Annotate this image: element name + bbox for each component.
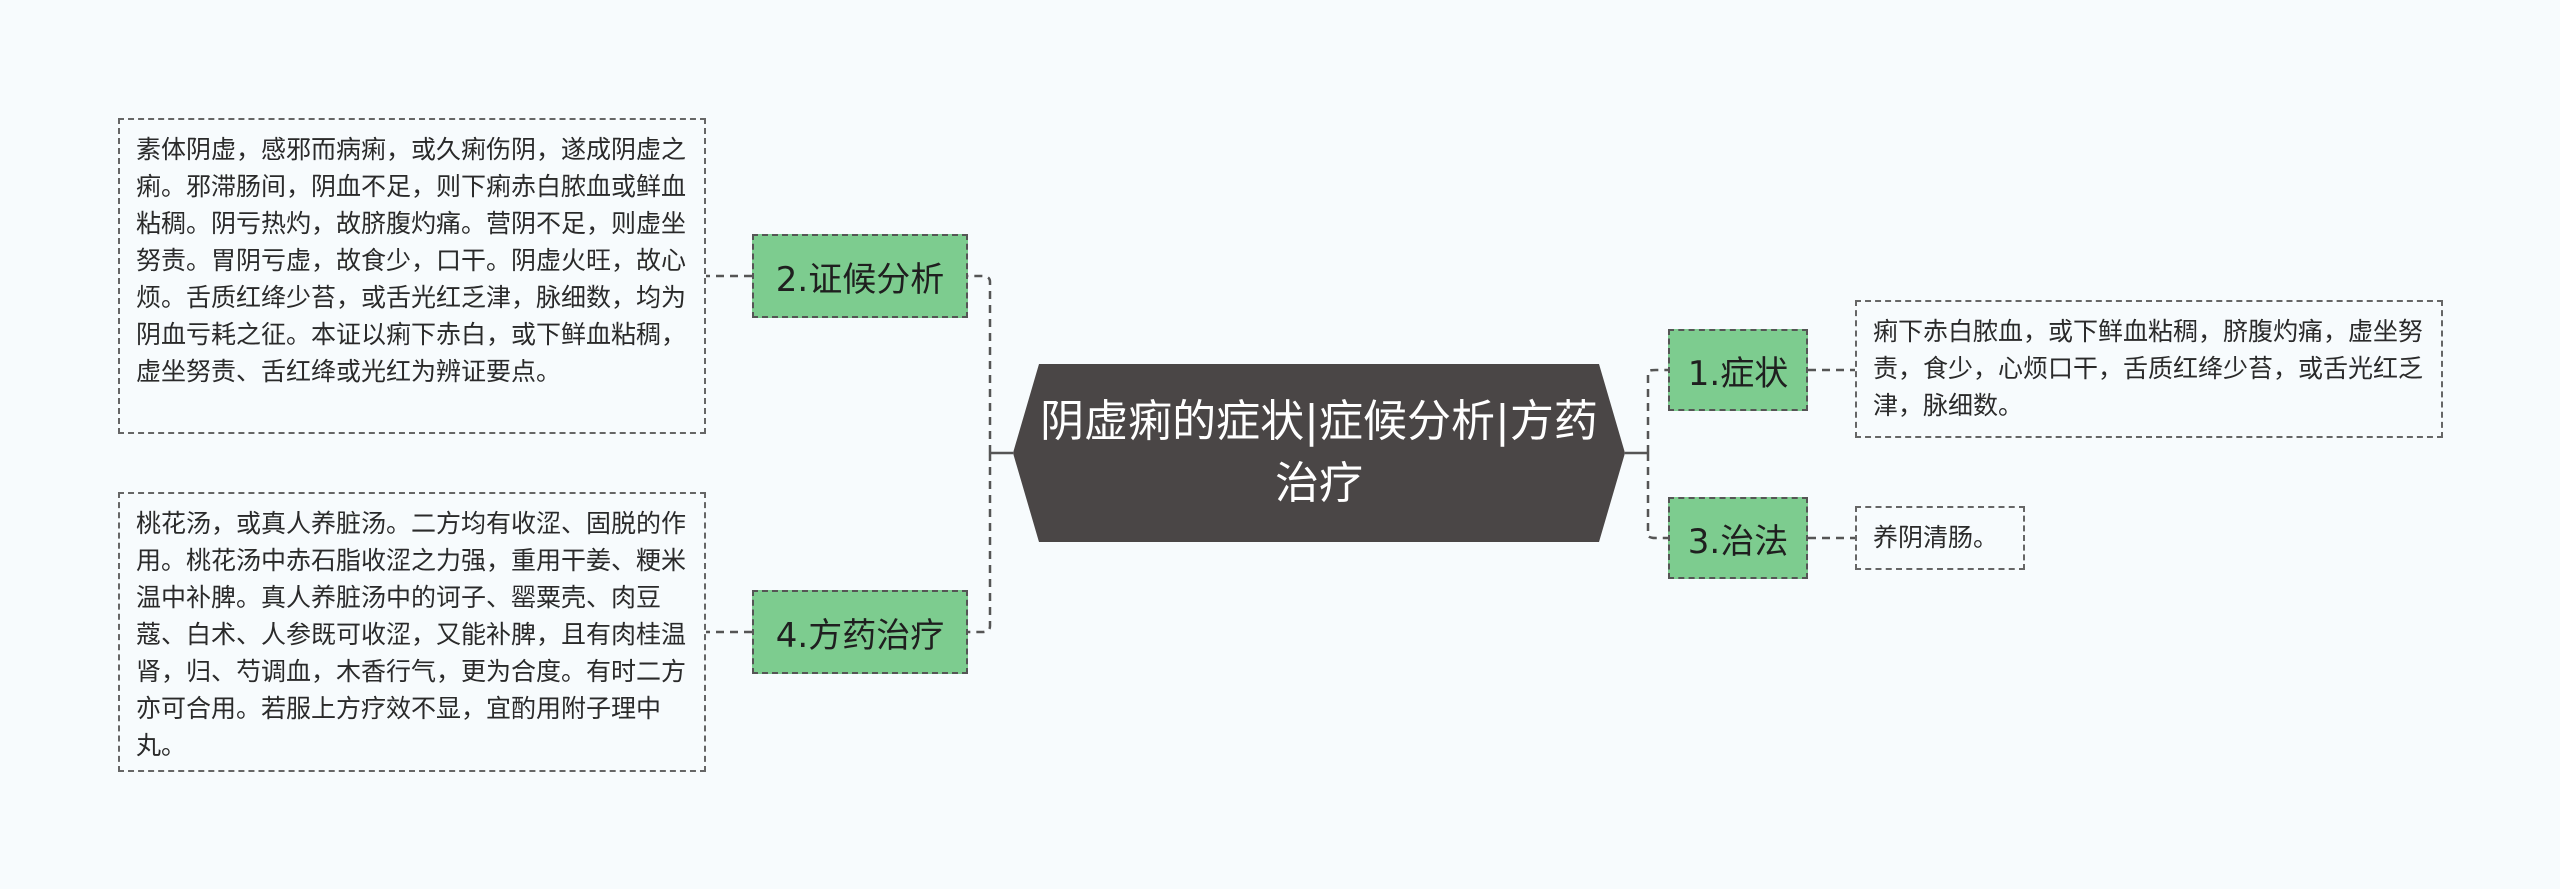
branch-treatment-method[interactable]: 3.治法 [1668, 497, 1808, 579]
leaf-syndrome-analysis-text: 素体阴虚，感邪而病痢，或久痢伤阴，遂成阴虚之痢。邪滞肠间，阴血不足，则下痢赤白脓… [136, 135, 687, 386]
leaf-symptoms-text: 痢下赤白脓血，或下鲜血粘稠，脐腹灼痛，虚坐努责，食少，心烦口干，舌质红绛少苔，或… [1873, 317, 2424, 420]
branch-prescription[interactable]: 4.方药治疗 [752, 590, 968, 674]
branch-syndrome-analysis-label: 2.证候分析 [775, 259, 945, 300]
branch-symptoms[interactable]: 1.症状 [1668, 329, 1808, 411]
leaf-treatment-method-detail[interactable]: 养阴清肠。 [1855, 506, 2025, 570]
leaf-prescription-detail[interactable]: 桃花汤，或真人养脏汤。二方均有收涩、固脱的作用。桃花汤中赤石脂收涩之力强，重用干… [118, 492, 706, 772]
leaf-prescription-text: 桃花汤，或真人养脏汤。二方均有收涩、固脱的作用。桃花汤中赤石脂收涩之力强，重用干… [136, 509, 687, 760]
leaf-symptoms-detail[interactable]: 痢下赤白脓血，或下鲜血粘稠，脐腹灼痛，虚坐努责，食少，心烦口干，舌质红绛少苔，或… [1855, 300, 2443, 438]
center-topic-label: 阴虚痢的症状|症候分析|方药治疗 [1040, 396, 1598, 509]
branch-symptoms-label: 1.症状 [1687, 353, 1789, 394]
leaf-syndrome-analysis-detail[interactable]: 素体阴虚，感邪而病痢，或久痢伤阴，遂成阴虚之痢。邪滞肠间，阴血不足，则下痢赤白脓… [118, 118, 706, 434]
branch-syndrome-analysis[interactable]: 2.证候分析 [752, 234, 968, 318]
center-topic[interactable]: 阴虚痢的症状|症候分析|方药治疗 [1013, 364, 1625, 542]
branch-prescription-label: 4.方药治疗 [775, 615, 945, 656]
branch-treatment-method-label: 3.治法 [1687, 521, 1789, 562]
leaf-treatment-method-text: 养阴清肠。 [1873, 523, 1999, 552]
